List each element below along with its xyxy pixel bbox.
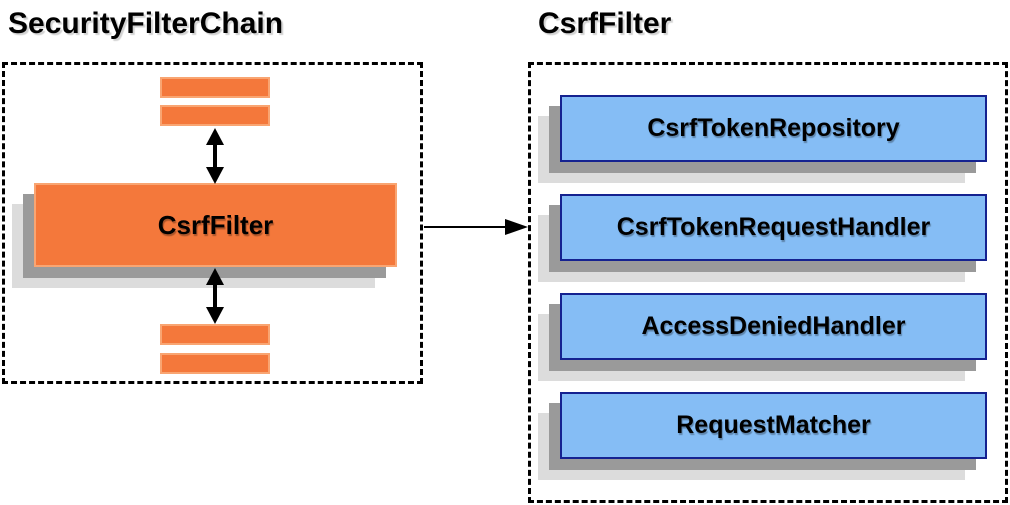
- component-box-label: CsrfTokenRepository: [647, 114, 900, 142]
- double-arrow-icon: [206, 268, 224, 324]
- component-box-csrf-token-request-handler: CsrfTokenRequestHandler: [560, 194, 987, 261]
- csrf-filter-box-label: CsrfFilter: [157, 209, 274, 240]
- component-box-csrf-token-repository: CsrfTokenRepository: [560, 95, 987, 162]
- component-box-access-denied-handler: AccessDeniedHandler: [560, 293, 987, 360]
- filter-placeholder-bar: [160, 105, 270, 126]
- csrf-filter-group-title: CsrfFilter: [538, 7, 672, 40]
- filter-placeholder-bar: [160, 353, 270, 374]
- security-filter-chain-panel: CsrfFilter: [2, 62, 423, 384]
- double-arrow-icon: [206, 128, 224, 184]
- filter-placeholder-bar: [160, 324, 270, 345]
- component-box-label: CsrfTokenRequestHandler: [616, 213, 931, 241]
- filter-placeholder-bar: [160, 77, 270, 98]
- csrf-filter-panel: CsrfTokenRepository CsrfTokenRequestHand…: [528, 62, 1008, 503]
- component-box-request-matcher: RequestMatcher: [560, 392, 987, 459]
- component-box-label: AccessDeniedHandler: [641, 312, 906, 340]
- csrf-filter-box: CsrfFilter: [34, 183, 397, 267]
- security-filter-chain-title: SecurityFilterChain: [8, 7, 284, 40]
- arrow-right-icon: [424, 219, 528, 235]
- component-box-label: RequestMatcher: [676, 411, 871, 439]
